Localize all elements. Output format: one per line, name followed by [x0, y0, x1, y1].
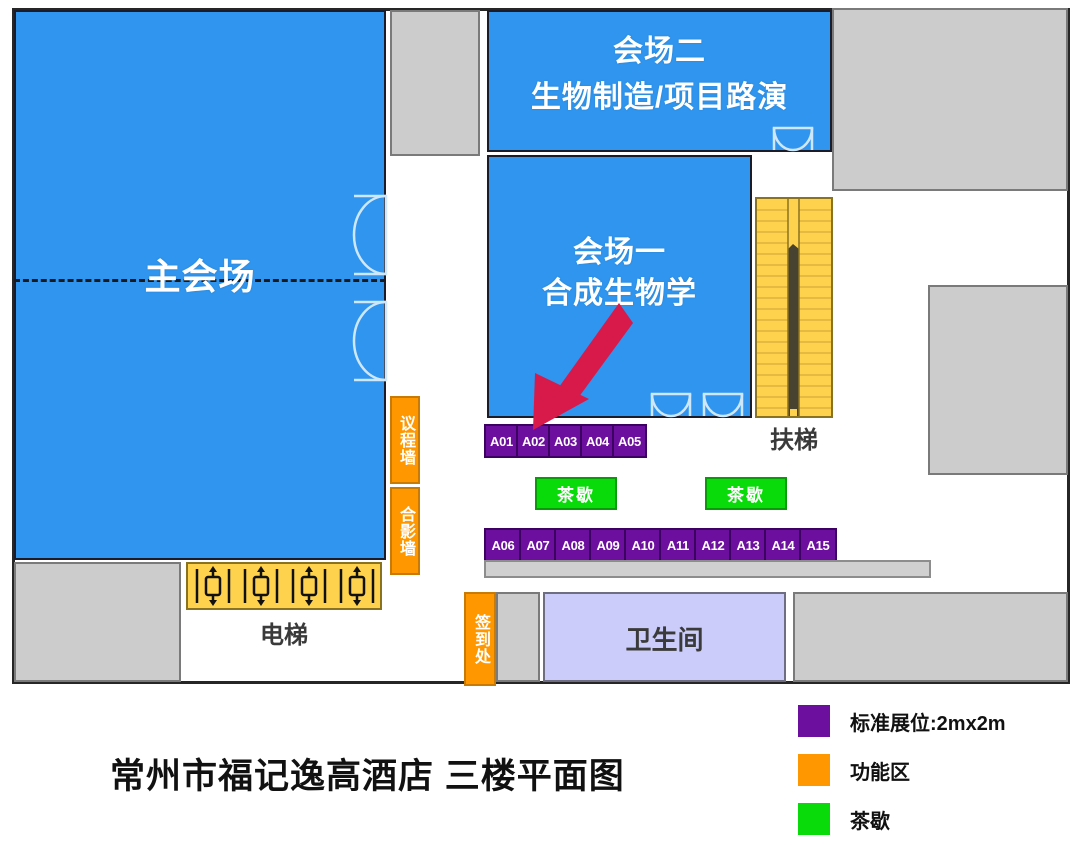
escalator-steps-icon [757, 199, 831, 416]
booth-label: A13 [736, 537, 760, 553]
tea-break-station-1[interactable]: 茶歇 [535, 477, 617, 510]
booth-a01[interactable]: A01 [484, 424, 519, 458]
room-venue-one-label-line1: 会场一 [573, 236, 666, 269]
booth-a11[interactable]: A11 [659, 528, 697, 562]
legend: 标准展位:2mx2m 功能区 茶歇 [798, 705, 1078, 845]
door-main-hall-lower [352, 300, 388, 382]
booth-a02[interactable]: A02 [516, 424, 551, 458]
booth-a04[interactable]: A04 [580, 424, 615, 458]
function-area-photo-wall-label: 合影墙 [397, 505, 414, 557]
door-main-hall-upper [352, 194, 388, 276]
booth-a05[interactable]: A05 [612, 424, 647, 458]
legend-item-tea-break: 茶歇 [798, 803, 1078, 835]
page-title: 常州市福记逸高酒店 三楼平面图 [110, 757, 625, 796]
escalator[interactable] [755, 197, 833, 418]
booth-a06[interactable]: A06 [484, 528, 522, 562]
booth-label: A10 [631, 537, 655, 553]
partition-bar [484, 560, 931, 578]
elevator-label: 电梯 [260, 622, 308, 649]
room-venue-two-label-line1: 会场二 [613, 35, 706, 68]
booth-label: A04 [586, 433, 609, 449]
tea-break-station-1-label: 茶歇 [557, 486, 595, 505]
elevator-bank[interactable] [186, 562, 382, 610]
room-main-hall-label: 主会场 [144, 256, 256, 297]
legend-swatch-orange [798, 754, 830, 786]
booth-label: A11 [666, 537, 690, 553]
structure-block-bottom-right [793, 592, 1068, 682]
booth-label: A07 [526, 537, 550, 553]
booth-a15[interactable]: A15 [799, 528, 837, 562]
floor-outline [12, 8, 1070, 684]
structure-block-bottom-mid [496, 592, 540, 682]
structure-block-bottom-left [14, 562, 181, 682]
booth-a03[interactable]: A03 [548, 424, 583, 458]
legend-swatch-green [798, 803, 830, 835]
function-area-check-in[interactable]: 签到处 [464, 592, 496, 686]
tea-break-station-2-label: 茶歇 [727, 486, 765, 505]
main-hall-divider [14, 279, 386, 282]
structure-block-right-middle [928, 285, 1068, 475]
booth-a09[interactable]: A09 [589, 528, 627, 562]
booth-label: A06 [491, 537, 515, 553]
tea-break-station-2[interactable]: 茶歇 [705, 477, 787, 510]
door-venue-two [772, 126, 814, 152]
booth-a12[interactable]: A12 [694, 528, 732, 562]
escalator-label: 扶梯 [770, 427, 818, 454]
booth-label: A01 [490, 433, 513, 449]
legend-label-standard-booth: 标准展位:2mx2m [850, 712, 1006, 735]
room-restroom[interactable] [543, 592, 786, 682]
function-area-check-in-label: 签到处 [472, 613, 489, 665]
legend-item-standard-booth: 标准展位:2mx2m [798, 705, 1078, 737]
booth-label: A08 [561, 537, 585, 553]
booth-row-bottom: A06 A07 A08 A09 A10 A11 A12 A13 A14 A15 [484, 528, 837, 562]
door-venue-one-right [702, 392, 744, 418]
booth-a10[interactable]: A10 [624, 528, 662, 562]
booth-label: A12 [701, 537, 725, 553]
booth-a07[interactable]: A07 [519, 528, 557, 562]
door-venue-one-left [650, 392, 692, 418]
structure-block-top-middle [390, 10, 480, 156]
room-venue-two-label-line2: 生物制造/项目路演 [530, 81, 789, 114]
function-area-photo-wall[interactable]: 合影墙 [390, 487, 420, 575]
booth-a08[interactable]: A08 [554, 528, 592, 562]
booth-a14[interactable]: A14 [764, 528, 802, 562]
booth-label: A02 [522, 433, 545, 449]
room-main-hall[interactable] [14, 10, 386, 560]
booth-row-top: A01 A02 A03 A04 A05 [484, 424, 647, 458]
elevator-icon [188, 564, 380, 608]
legend-label-tea-break: 茶歇 [850, 810, 890, 833]
booth-label: A15 [806, 537, 830, 553]
legend-label-function-area: 功能区 [850, 761, 910, 784]
legend-item-function-area: 功能区 [798, 754, 1078, 786]
booth-label: A03 [554, 433, 577, 449]
function-area-agenda-wall[interactable]: 议程墙 [390, 396, 420, 484]
booth-label: A09 [596, 537, 620, 553]
booth-a13[interactable]: A13 [729, 528, 767, 562]
room-venue-one-label-line2: 合成生物学 [542, 277, 697, 310]
function-area-agenda-wall-label: 议程墙 [397, 414, 414, 466]
structure-block-top-right [832, 8, 1068, 191]
booth-label: A05 [618, 433, 641, 449]
room-restroom-label: 卫生间 [625, 625, 704, 655]
legend-swatch-purple [798, 705, 830, 737]
booth-label: A14 [771, 537, 795, 553]
